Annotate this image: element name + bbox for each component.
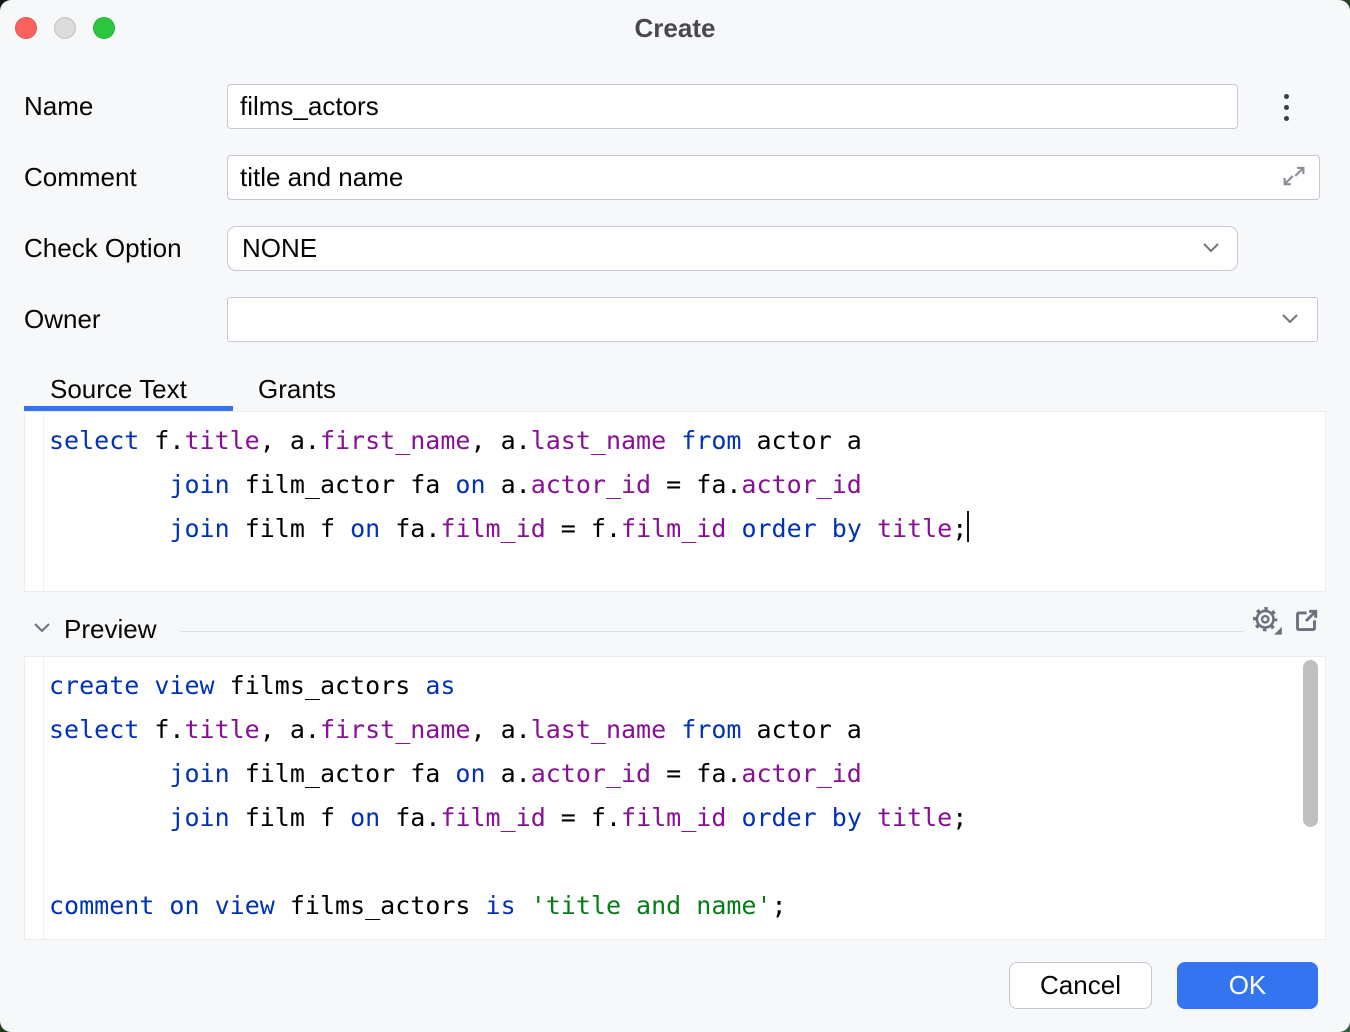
preview-collapse-chevron-icon[interactable] <box>31 619 53 637</box>
close-window-button[interactable] <box>15 17 37 39</box>
cancel-button[interactable]: Cancel <box>1009 962 1152 1009</box>
kebab-menu-icon[interactable] <box>1282 94 1290 121</box>
editor-gutter-divider <box>43 657 44 939</box>
zoom-window-button[interactable] <box>93 17 115 39</box>
source-sql-code[interactable]: select f.title, a.first_name, a.last_nam… <box>49 426 970 543</box>
name-label: Name <box>24 91 94 121</box>
gear-icon[interactable] <box>1251 605 1283 637</box>
chevron-down-icon <box>1282 314 1298 324</box>
active-tab-underline <box>24 406 233 411</box>
source-text-editor[interactable]: select f.title, a.first_name, a.last_nam… <box>24 411 1326 592</box>
comment-label: Comment <box>24 162 137 192</box>
tab-grants[interactable]: Grants <box>258 374 337 404</box>
minimize-window-button[interactable] <box>54 17 76 39</box>
expand-diagonal-icon[interactable] <box>1279 161 1309 191</box>
owner-select[interactable] <box>227 297 1318 342</box>
check-option-value: NONE <box>242 233 318 263</box>
comment-input[interactable] <box>227 155 1320 200</box>
open-in-new-window-icon[interactable] <box>1291 606 1321 636</box>
tab-source-text[interactable]: Source Text <box>50 374 187 404</box>
name-input[interactable] <box>227 84 1238 129</box>
window-title: Create <box>634 13 716 43</box>
ok-button[interactable]: OK <box>1177 962 1318 1009</box>
preview-section-title[interactable]: Preview <box>64 614 157 644</box>
chevron-down-icon <box>1203 243 1219 253</box>
preview-divider <box>180 631 1244 632</box>
traffic-lights <box>15 17 115 39</box>
preview-scrollbar-thumb[interactable] <box>1303 660 1318 827</box>
check-option-label: Check Option <box>24 233 182 263</box>
owner-label: Owner <box>24 304 101 334</box>
editor-gutter-divider <box>43 412 44 591</box>
check-option-select[interactable]: NONE <box>227 226 1238 271</box>
